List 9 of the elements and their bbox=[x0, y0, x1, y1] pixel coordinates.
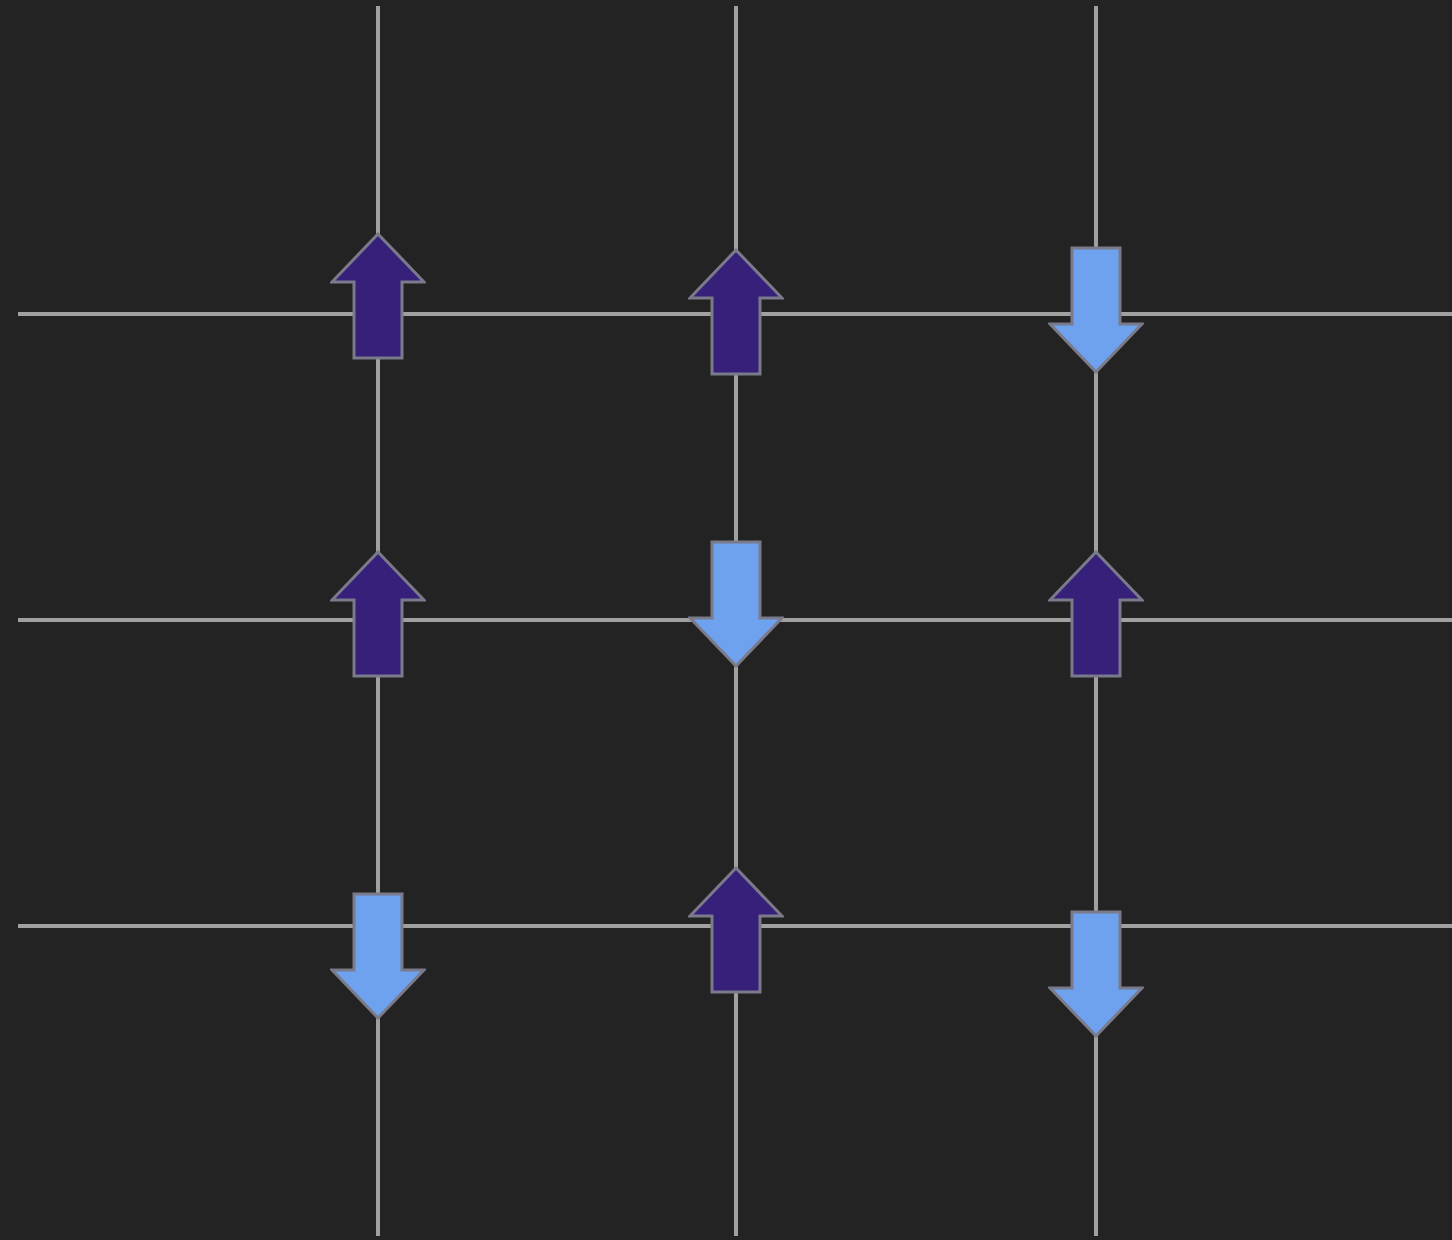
up-arrow bbox=[330, 550, 426, 678]
up-arrow bbox=[688, 248, 784, 376]
down-arrow bbox=[1048, 910, 1144, 1038]
down-arrow bbox=[1048, 246, 1144, 374]
down-arrow bbox=[688, 540, 784, 668]
up-arrow bbox=[1048, 550, 1144, 678]
down-arrow bbox=[330, 892, 426, 1020]
up-arrow bbox=[330, 232, 426, 360]
up-arrow bbox=[688, 866, 784, 994]
